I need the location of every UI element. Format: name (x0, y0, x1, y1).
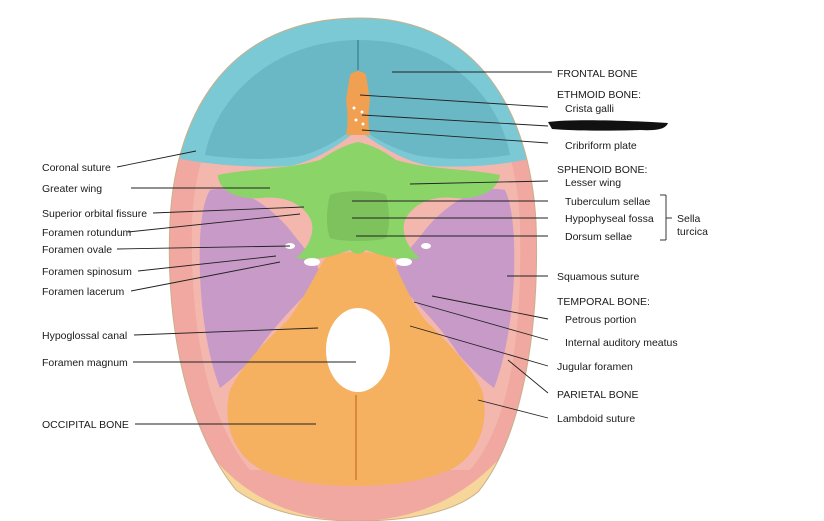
foramen-magnum (326, 308, 390, 392)
label-coronal-suture: Coronal suture (42, 162, 111, 174)
cribriform-hole (352, 106, 356, 110)
ethmoid-bone (346, 71, 370, 135)
redaction-mark (548, 120, 668, 131)
label-crista-galli: Crista galli (565, 103, 614, 115)
leader-lines-right (352, 71, 552, 419)
label-foramen-rotundum: Foramen rotundum (42, 227, 132, 239)
label-greater-wing: Greater wing (42, 183, 102, 195)
cribriform-hole (360, 110, 364, 114)
label-sella: Sella (677, 213, 701, 225)
foramen-lacerum-left (304, 258, 320, 266)
foramen-ovale-right (421, 243, 431, 249)
temporal-bone-left (199, 189, 322, 388)
label-hypophyseal-fossa: Hypophyseal fossa (565, 213, 654, 225)
sella-turcica (327, 191, 389, 241)
label-frontal-bone: FRONTAL BONE (557, 68, 638, 80)
label-ethmoid-bone: ETHMOID BONE: (557, 89, 641, 101)
label-internal-auditory-meatus: Internal auditory meatus (565, 337, 678, 349)
label-tuberculum-sellae: Tuberculum sellae (565, 196, 651, 208)
leader-lines-left (116, 150, 356, 425)
cribriform-hole (354, 118, 358, 122)
label-squamous-suture: Squamous suture (557, 271, 639, 283)
sella-bracket (660, 194, 672, 241)
foramen-lacerum-right (396, 258, 412, 266)
labels-left: Coronal suture Greater wing Superior orb… (42, 162, 147, 431)
label-foramen-lacerum: Foramen lacerum (42, 286, 125, 298)
occipital-rim (200, 440, 515, 521)
label-petrous-portion: Petrous portion (565, 314, 636, 326)
label-superior-orbital-fissure: Superior orbital fissure (42, 208, 147, 220)
temporal-bone-right (392, 189, 515, 388)
label-lesser-wing: Lesser wing (565, 177, 621, 189)
label-jugular-foramen: Jugular foramen (557, 361, 633, 373)
label-temporal-bone: TEMPORAL BONE: (557, 296, 650, 308)
label-cribriform-plate: Cribriform plate (565, 140, 637, 152)
label-sphenoid-bone: SPHENOID BONE: (557, 164, 647, 176)
label-turcica: turcica (677, 226, 708, 238)
label-parietal-bone: PARIETAL BONE (557, 389, 639, 401)
label-foramen-magnum: Foramen magnum (42, 357, 128, 369)
skull (169, 18, 537, 521)
label-occipital-bone: OCCIPITAL BONE (42, 419, 129, 431)
labels-right: FRONTAL BONE ETHMOID BONE: Crista galli … (557, 68, 708, 425)
label-foramen-ovale: Foramen ovale (42, 244, 112, 256)
cribriform-hole (361, 122, 365, 126)
label-dorsum-sellae: Dorsum sellae (565, 231, 632, 243)
label-lambdoid-suture: Lambdoid suture (557, 413, 635, 425)
label-hypoglossal-canal: Hypoglossal canal (42, 330, 127, 342)
label-foramen-spinosum: Foramen spinosum (42, 266, 132, 278)
